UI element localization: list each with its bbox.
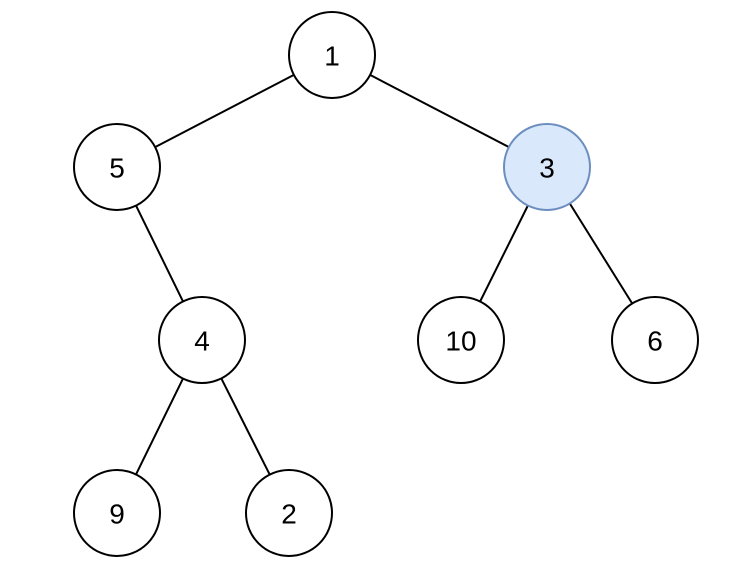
tree-node-2: 2 xyxy=(245,469,333,557)
tree-node-6: 6 xyxy=(611,296,699,384)
node-label: 1 xyxy=(324,41,340,72)
node-circle xyxy=(73,469,161,557)
tree-node-1: 1 xyxy=(288,11,376,99)
tree-edges xyxy=(135,73,634,476)
tree-node-3: 3 xyxy=(503,123,591,211)
node-circle xyxy=(158,296,246,384)
node-circle xyxy=(503,123,591,211)
node-label: 3 xyxy=(539,153,555,184)
edge-n3-n6 xyxy=(568,202,634,305)
tree-node-5: 5 xyxy=(73,123,161,211)
node-circle xyxy=(245,469,333,557)
node-circle xyxy=(288,11,376,99)
node-label: 2 xyxy=(281,499,297,530)
node-label: 5 xyxy=(109,153,125,184)
tree-node-9: 9 xyxy=(73,469,161,557)
edge-n3-n10 xyxy=(479,204,529,303)
edge-n5-n4 xyxy=(135,204,184,303)
edge-n4-n9 xyxy=(135,377,184,476)
tree-node-4: 4 xyxy=(158,296,246,384)
node-label: 6 xyxy=(647,326,663,357)
node-label: 10 xyxy=(445,326,476,357)
node-label: 4 xyxy=(194,326,210,357)
tree-node-10: 10 xyxy=(417,296,505,384)
node-label: 9 xyxy=(109,499,125,530)
node-circle xyxy=(611,296,699,384)
node-circle xyxy=(417,296,505,384)
edge-n1-n5 xyxy=(154,73,295,149)
tree-nodes: 1 5 3 4 10 6 9 2 xyxy=(73,11,699,557)
node-circle xyxy=(73,123,161,211)
edge-n1-n3 xyxy=(369,73,510,149)
edge-n4-n2 xyxy=(220,377,271,476)
